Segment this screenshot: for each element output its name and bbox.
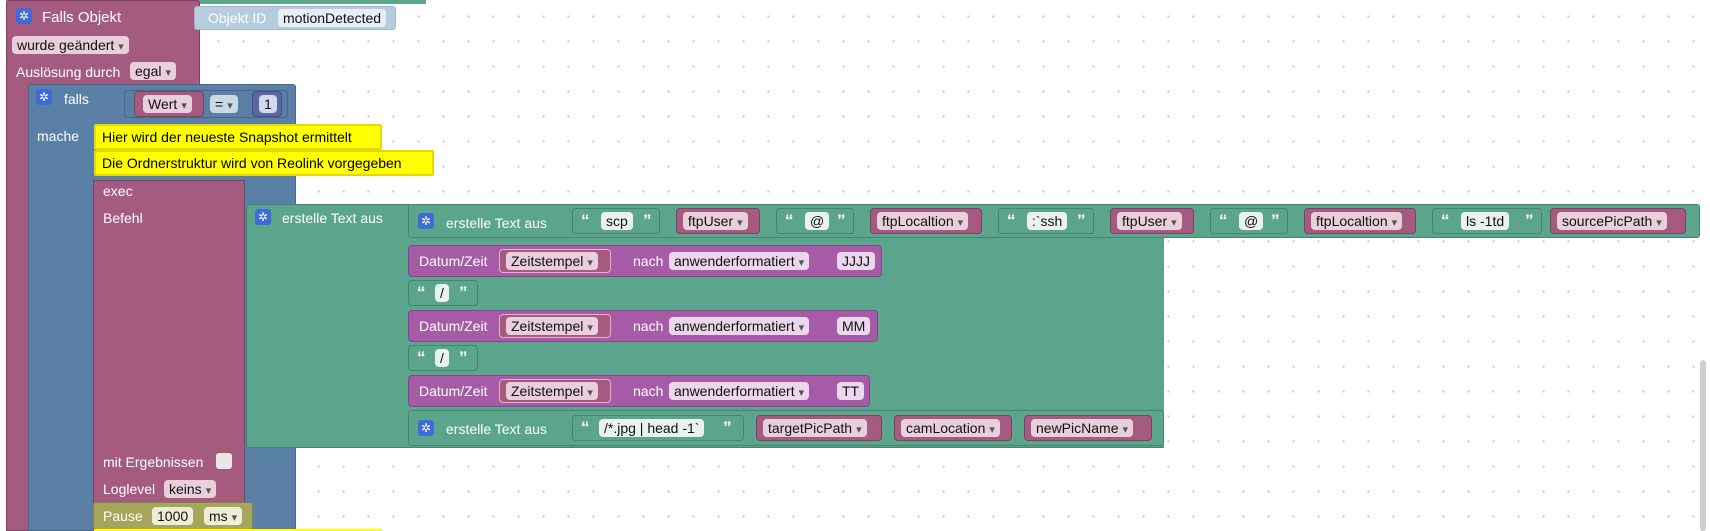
loglevel-dropdown[interactable]: keins bbox=[164, 480, 217, 498]
object-id-label: Objekt ID bbox=[208, 10, 267, 26]
row1-label: erstelle Text aus bbox=[446, 215, 547, 231]
format-dropdown[interactable]: anwenderformatiert bbox=[669, 317, 810, 335]
timestamp-var[interactable]: Zeitstempel bbox=[499, 379, 611, 403]
pattern-field[interactable]: MM bbox=[837, 317, 871, 335]
pattern-field[interactable]: JJJJ bbox=[837, 252, 875, 270]
text-scp[interactable]: “scp” bbox=[572, 208, 660, 234]
last-join-label: erstelle Text aus bbox=[446, 421, 547, 437]
datetime-row-day[interactable]: Datum/Zeit Zeitstempel nach anwenderform… bbox=[408, 375, 870, 407]
var-sourcepicpath[interactable]: sourcePicPath bbox=[1550, 208, 1686, 234]
var-targetpicpath[interactable]: targetPicPath bbox=[756, 415, 882, 441]
if-label: falls bbox=[64, 91, 89, 107]
var-ftplocaltion-2[interactable]: ftpLocaltion bbox=[1304, 208, 1416, 234]
vertical-scrollbar[interactable] bbox=[1700, 360, 1706, 531]
operator-dropdown[interactable]: = bbox=[210, 95, 238, 113]
text-at-2[interactable]: “@” bbox=[1210, 208, 1288, 234]
results-checkbox[interactable] bbox=[216, 453, 232, 469]
pause-label: Pause bbox=[103, 508, 143, 524]
value-var-block[interactable]: Wert bbox=[134, 91, 204, 117]
datetime-label: Datum/Zeit bbox=[419, 253, 488, 269]
exec-block[interactable] bbox=[93, 180, 245, 531]
trigger-title: Falls Objekt bbox=[42, 9, 122, 26]
pause-value[interactable]: 1000 bbox=[152, 507, 194, 525]
text-ls[interactable]: “ls -1td” bbox=[1432, 208, 1542, 234]
datetime-row-month[interactable]: Datum/Zeit Zeitstempel nach anwenderform… bbox=[408, 310, 878, 342]
text-at-1[interactable]: “@” bbox=[776, 208, 854, 234]
condition-dropdown[interactable]: wurde geändert bbox=[12, 36, 129, 54]
loglevel-label: Loglevel bbox=[103, 481, 156, 497]
after-label: nach bbox=[633, 318, 664, 334]
offscreen-block-top bbox=[6, 0, 426, 4]
datetime-label: Datum/Zeit bbox=[419, 383, 488, 399]
after-label: nach bbox=[633, 383, 664, 399]
var-camlocation[interactable]: camLocation bbox=[894, 415, 1012, 441]
text-ssh[interactable]: “:`ssh” bbox=[998, 208, 1094, 234]
var-ftpuser-2[interactable]: ftpUser bbox=[1110, 208, 1194, 234]
var-newpicname[interactable]: newPicName bbox=[1024, 415, 1152, 441]
pattern-field[interactable]: TT bbox=[837, 382, 865, 400]
command-label: Befehl bbox=[103, 210, 143, 226]
do-label: mache bbox=[37, 128, 80, 144]
timestamp-var[interactable]: Zeitstempel bbox=[499, 314, 611, 338]
row1-gear-icon[interactable]: ✲ bbox=[418, 213, 434, 229]
comment-next-edge bbox=[94, 529, 382, 531]
datetime-label: Datum/Zeit bbox=[419, 318, 488, 334]
text-jpg-head[interactable]: “/*.jpg | head -1`” bbox=[572, 415, 744, 441]
comment-folder[interactable]: Die Ordnerstruktur wird von Reolink vorg… bbox=[94, 150, 434, 176]
object-id-value[interactable]: motionDetected bbox=[278, 9, 387, 27]
outer-join-gear-icon[interactable]: ✲ bbox=[255, 209, 271, 225]
var-ftpuser-1[interactable]: ftpUser bbox=[676, 208, 760, 234]
settings-gear-icon[interactable]: ✲ bbox=[16, 8, 32, 24]
outer-join-label: erstelle Text aus bbox=[282, 210, 383, 226]
format-dropdown[interactable]: anwenderformatiert bbox=[669, 252, 810, 270]
trigger-by-label: Auslösung durch bbox=[16, 64, 121, 80]
text-slash-2[interactable]: “/” bbox=[408, 345, 478, 371]
timestamp-var[interactable]: Zeitstempel bbox=[499, 249, 611, 273]
number-value[interactable]: 1 bbox=[259, 95, 277, 113]
last-join-gear-icon[interactable]: ✲ bbox=[418, 420, 434, 436]
after-label: nach bbox=[633, 253, 664, 269]
exec-title: exec bbox=[103, 183, 133, 199]
text-join-outer-right-cover bbox=[1164, 238, 1410, 450]
pause-unit-dropdown[interactable]: ms bbox=[204, 507, 243, 525]
results-label: mit Ergebnissen bbox=[103, 454, 204, 470]
value-var-field[interactable]: Wert bbox=[143, 95, 192, 113]
text-slash-1[interactable]: “/” bbox=[408, 280, 478, 306]
comment-snapshot[interactable]: Hier wird der neueste Snapshot ermittelt bbox=[94, 124, 382, 150]
var-ftplocaltion-1[interactable]: ftpLocaltion bbox=[870, 208, 982, 234]
datetime-row-year[interactable]: Datum/Zeit Zeitstempel nach anwenderform… bbox=[408, 245, 882, 277]
if-gear-icon[interactable]: ✲ bbox=[36, 89, 52, 105]
format-dropdown[interactable]: anwenderformatiert bbox=[669, 382, 810, 400]
trigger-by-dropdown[interactable]: egal bbox=[130, 62, 176, 80]
